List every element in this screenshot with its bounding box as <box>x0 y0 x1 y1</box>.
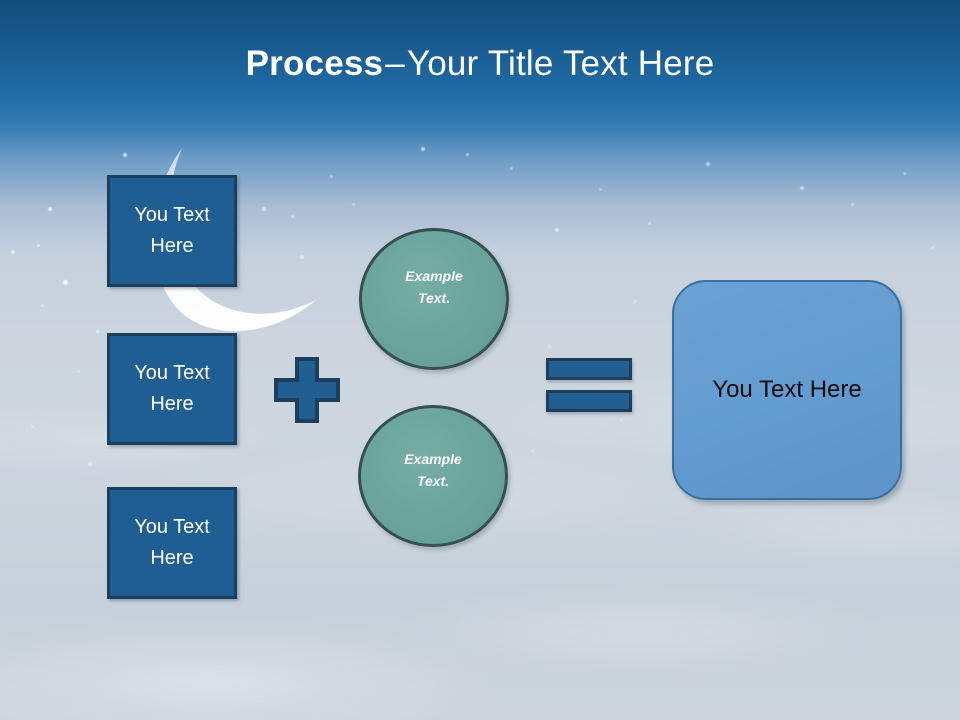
circle-1[interactable]: Example Text. <box>359 228 509 370</box>
page-title-light: Your Title Text Here <box>406 44 715 83</box>
input-box-2[interactable]: You Text Here <box>107 333 237 445</box>
input-box-2-line2: Here <box>150 393 194 415</box>
input-box-1-line2: Here <box>150 235 194 257</box>
title-band <box>0 0 960 128</box>
equals-bar-bottom <box>546 390 632 412</box>
circle-2-line1: Example <box>404 450 462 467</box>
input-box-3[interactable]: You Text Here <box>107 487 237 599</box>
input-box-1[interactable]: You Text Here <box>107 175 237 287</box>
circle-1-line1: Example <box>405 267 463 284</box>
circle-1-line2: Text. <box>417 290 451 306</box>
page-title-strong: Process <box>245 44 384 83</box>
result-box-label: You Text Here <box>712 376 862 403</box>
input-box-3-line2: Here <box>150 547 194 569</box>
equals-bar-top <box>546 358 632 380</box>
result-box[interactable]: You Text Here <box>672 280 902 500</box>
circle-2-line2: Text. <box>416 473 450 489</box>
input-box-2-line1: You Text <box>134 362 210 384</box>
circle-2[interactable]: Example Text. <box>358 405 508 547</box>
plus-sign-icon <box>274 357 340 423</box>
page-title: Process – Your Title Text Here <box>0 0 960 128</box>
input-box-3-line1: You Text <box>134 516 210 538</box>
input-box-1-line1: You Text <box>134 204 210 226</box>
equals-sign-icon <box>546 358 632 414</box>
page-title-separator: – <box>385 44 405 83</box>
